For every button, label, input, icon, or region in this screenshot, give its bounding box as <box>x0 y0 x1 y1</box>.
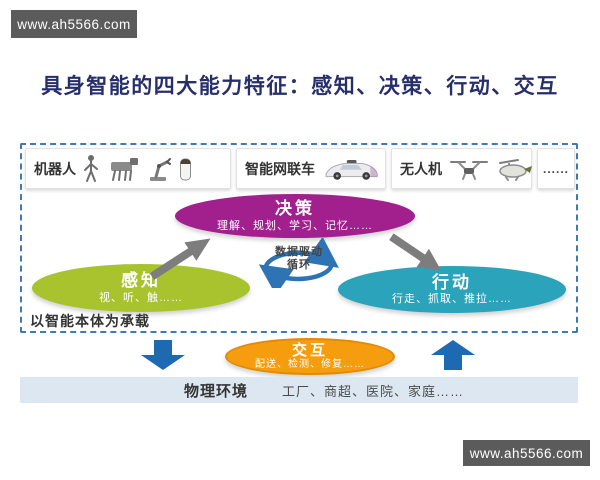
arrow-decision-to-action <box>389 233 442 271</box>
environment-bar: 物理环境 工厂、商超、医院、家庭…… <box>20 377 578 403</box>
node-action-label: 行动 <box>432 272 472 292</box>
carrier-item-drone: 无人机 <box>391 148 532 189</box>
data-cycle-label: 数据驱动 循环 <box>254 246 344 272</box>
node-interaction: 交互 配送、检测、修复…… <box>225 338 395 375</box>
node-perception: 感知 视、听、触…… <box>32 264 250 312</box>
carrier-label-more: ...... <box>542 161 569 176</box>
data-cycle-line2: 循环 <box>287 259 311 271</box>
node-perception-sub: 视、听、触…… <box>99 291 183 304</box>
robot-arm-icon <box>150 157 171 181</box>
data-cycle-icon <box>258 238 339 288</box>
carrier-item-more: ...... <box>537 148 575 189</box>
carrier-item-robot: 机器人 <box>25 148 231 189</box>
robot-dog-icon <box>111 157 138 181</box>
carrier-label-smart-car: 智能网联车 <box>245 160 315 177</box>
arrow-perception-to-decision <box>149 238 211 280</box>
smart-car-icon <box>325 159 378 180</box>
arrow-down-to-environment <box>141 340 185 370</box>
environment-items: 工厂、商超、医院、家庭…… <box>282 383 465 399</box>
service-robot-icon <box>180 158 191 180</box>
carrier-caption: 以智能本体为承载 <box>30 313 150 329</box>
node-decision-sub: 理解、规划、学习、记忆…… <box>217 219 373 232</box>
environment-label: 物理环境 <box>184 382 249 400</box>
node-interaction-sub: 配送、检测、修复…… <box>255 359 365 371</box>
evtol-drone-icon <box>499 158 532 181</box>
page-title: 具身智能的四大能力特征：感知、决策、行动、交互 <box>41 75 559 98</box>
humanoid-robot-icon <box>84 154 98 182</box>
watermark-bottom-right: www.ah5566.com <box>463 440 590 466</box>
quadcopter-drone-icon <box>450 160 488 180</box>
node-decision-label: 决策 <box>275 199 315 219</box>
embodied-carrier-box <box>20 143 578 333</box>
carrier-label-drone: 无人机 <box>400 160 442 177</box>
node-interaction-label: 交互 <box>291 341 328 359</box>
carrier-item-smart-car: 智能网联车 <box>236 148 386 189</box>
node-action: 行动 行走、抓取、推拉…… <box>338 266 566 313</box>
carrier-label-robot: 机器人 <box>34 160 76 177</box>
node-action-sub: 行走、抓取、推拉…… <box>392 293 512 306</box>
node-perception-label: 感知 <box>121 271 161 291</box>
data-cycle-line1: 数据驱动 <box>275 246 323 258</box>
watermark-top-left: www.ah5566.com <box>11 10 137 38</box>
arrow-up-from-environment <box>431 340 475 370</box>
node-decision: 决策 理解、规划、学习、记忆…… <box>175 194 415 238</box>
